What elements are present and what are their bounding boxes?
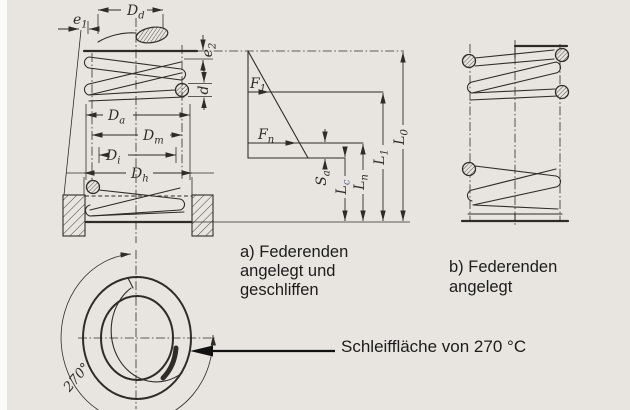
label-Sa: Sa [314, 170, 333, 186]
caption-a-line1: a) Federenden [240, 243, 348, 261]
label-Da: Da [107, 108, 125, 127]
label-Dm: Dm [142, 128, 164, 147]
label-Dh: Dh [130, 166, 149, 185]
label-e2: e2 [200, 43, 219, 58]
label-e1: e1 [73, 12, 88, 31]
figure-b-spring-side-view [460, 40, 570, 226]
label-Ln: Ln [352, 174, 371, 191]
grinding-surface-note: Schleiffläche von 270 °C [341, 337, 526, 356]
figure-a-spring-side-view: e1 Dd e2 d [58, 3, 219, 243]
annotations: Schleiffläche von 270 °C a) Federenden a… [190, 243, 557, 357]
caption-a-line2: angelegt und [240, 262, 335, 280]
load-deflection-diagram: F1 Fn Sa Lc Ln L1 L0 [191, 50, 411, 223]
label-d: d [196, 85, 212, 94]
caption-b-line1: b) Federenden [449, 258, 557, 276]
caption-a-line3: geschliffen [240, 281, 319, 299]
label-F1: F1 [249, 76, 266, 95]
top-view-ground-face: 270° [60, 250, 216, 410]
label-L0: L0 [392, 129, 411, 146]
scan-edge [0, 0, 7, 410]
label-L1: L1 [372, 149, 391, 166]
label-Dd: Dd [126, 3, 145, 22]
label-Lc: Lc [334, 179, 353, 195]
label-Fn: Fn [257, 127, 274, 146]
label-Di: Di [105, 148, 120, 167]
caption-b-line2: angelegt [449, 278, 513, 296]
grinding-surface-arrow [190, 345, 213, 357]
